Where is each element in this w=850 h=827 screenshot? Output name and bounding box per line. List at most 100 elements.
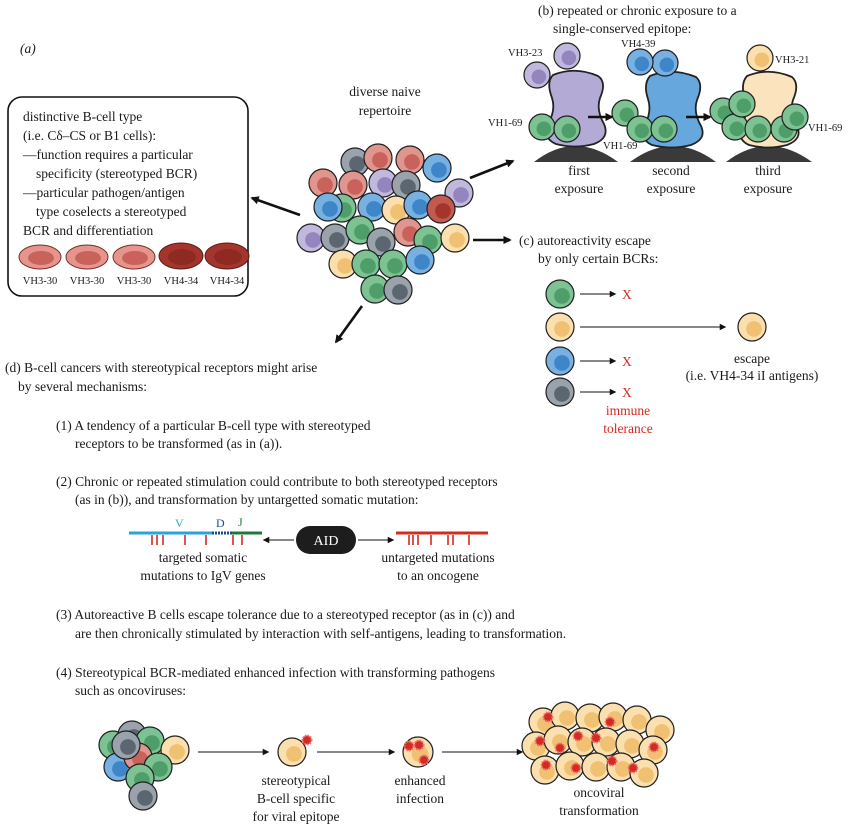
b-cell-nucleus	[554, 386, 570, 402]
step2-line-2: infection	[396, 791, 444, 806]
virus-body	[604, 716, 616, 728]
b-cell-nucleus	[372, 152, 388, 168]
b-cell-nucleus	[559, 710, 575, 726]
b-cell	[721, 113, 749, 141]
panel-c-cells	[545, 279, 767, 407]
panel-b: (b) repeated or chronic exposure to a si…	[488, 3, 842, 196]
gene-label-vh3-23: VH3-23	[508, 48, 542, 59]
step1-line-2: B-cell specific	[257, 791, 335, 806]
b-cell-nucleus	[349, 156, 365, 172]
b-cell-nucleus	[412, 199, 428, 215]
aid-badge	[296, 526, 356, 554]
b-cell-nucleus	[752, 123, 768, 139]
panel-a-cell-label-4: VH4-34	[164, 276, 199, 287]
b-cell	[545, 312, 575, 342]
panel-b-bound-cells	[523, 42, 809, 143]
panel-b-title-line-2: single-conserved epitope:	[553, 21, 691, 36]
b-cell-nucleus	[449, 232, 465, 248]
b-cell-nucleus	[120, 739, 136, 755]
virus-particle	[606, 755, 618, 767]
b-cell-nucleus	[789, 111, 805, 127]
b-cell	[357, 192, 387, 222]
igv-gene: V D J	[129, 515, 262, 545]
panel-a-line-7: BCR and differentiation	[23, 223, 153, 238]
step1-line-1: stereotypical	[262, 773, 331, 788]
b-cell-nucleus	[634, 123, 650, 139]
b-cell-nucleus	[354, 224, 370, 240]
b-cell	[277, 737, 307, 767]
b-cell	[308, 168, 338, 198]
b-cell-nucleus	[112, 761, 128, 777]
igv-v-label: V	[175, 516, 184, 530]
b-cell-nucleus	[422, 234, 438, 250]
b-cell-nucleus	[654, 724, 670, 740]
b-cell-nucleus	[659, 57, 675, 73]
b-cell-nucleus	[75, 251, 101, 265]
b-cell-nucleus	[286, 746, 302, 762]
virus-body	[542, 711, 554, 723]
virus-particle	[570, 762, 582, 774]
b-cell	[744, 115, 772, 143]
b-cell-nucleus	[329, 232, 345, 248]
b-cell-nucleus	[152, 761, 168, 777]
b-cell-nucleus	[169, 744, 185, 760]
panel-b-title-line-1: (b) repeated or chronic exposure to a	[538, 3, 737, 18]
virus-body	[534, 735, 546, 747]
virus-body	[606, 755, 618, 767]
virus-particle	[534, 735, 546, 747]
gene-label-vh4-39: VH4-39	[621, 39, 655, 50]
b-cell	[728, 90, 756, 118]
arrow-to-panel-a	[250, 196, 301, 217]
igv-j-label: J	[238, 515, 243, 529]
b-cell	[296, 223, 326, 253]
b-cell-nucleus	[168, 249, 196, 265]
tolerance-x-mark: X	[622, 385, 632, 400]
panel-c-title-line-2: by only certain BCRs:	[538, 251, 658, 266]
bottom-mixed-cell-cluster	[98, 720, 190, 811]
b-cell-nucleus	[634, 56, 650, 72]
virus-particle	[301, 734, 313, 746]
panel-d: (d) B-cell cancers with stereotypical re…	[5, 360, 675, 824]
repertoire-label-line-1: diverse naive	[349, 84, 421, 99]
mechanism-1-line-1: (1) A tendency of a particular B-cell ty…	[56, 418, 371, 433]
step1-line-3: for viral epitope	[253, 809, 340, 824]
panel-a-line-5: —particular pathogen/antigen	[22, 185, 185, 200]
b-cell	[615, 729, 645, 759]
b-cell-nucleus	[435, 203, 451, 219]
tolerance-x-mark: X	[622, 287, 632, 302]
b-cell-nucleus	[400, 179, 416, 195]
virus-particle	[572, 730, 584, 742]
b-cell	[366, 227, 396, 257]
b-cell-nucleus	[576, 736, 592, 752]
b-cell-nucleus	[590, 761, 606, 777]
exposure-2-line-2: exposure	[647, 181, 696, 196]
mechanism-3-line-1: (3) Autoreactive B cells escape toleranc…	[56, 607, 515, 622]
step2-line-1: enhanced	[395, 773, 446, 788]
b-cell	[553, 42, 581, 70]
panel-c-title-line-1: (c) autoreactivity escape	[519, 233, 651, 248]
b-cell	[626, 48, 654, 76]
mechanism-2-line-2: (as in (b)), and transformation by untar…	[75, 492, 419, 507]
b-cell-nucleus	[214, 249, 242, 265]
tolerance-x-mark: X	[622, 354, 632, 369]
immune-tolerance-line-2: tolerance	[603, 421, 652, 436]
virus-body	[570, 762, 582, 774]
virus-body	[418, 754, 430, 766]
panel-a-line-4: specificity (stereotyped BCR)	[36, 166, 197, 181]
naive-repertoire: diverse naive repertoire	[296, 84, 474, 305]
b-cell	[128, 781, 158, 811]
untargeted-label-line-2: to an oncogene	[397, 568, 479, 583]
repertoire-label-line-2: repertoire	[359, 103, 411, 118]
b-cell	[363, 143, 393, 173]
exposure-3-line-1: third	[755, 163, 781, 178]
b-cell-nucleus	[554, 288, 570, 304]
arrow-to-panel-d	[334, 305, 364, 344]
b-cell	[626, 115, 654, 143]
oncogene	[396, 531, 488, 545]
panel-d-title-line-2: by several mechanisms:	[18, 379, 147, 394]
step3-line-2: transformation	[559, 803, 639, 818]
antigen-surface	[534, 146, 618, 162]
panel-d-title-line-1: (d) B-cell cancers with stereotypical re…	[5, 360, 317, 375]
b-cell	[405, 245, 435, 275]
